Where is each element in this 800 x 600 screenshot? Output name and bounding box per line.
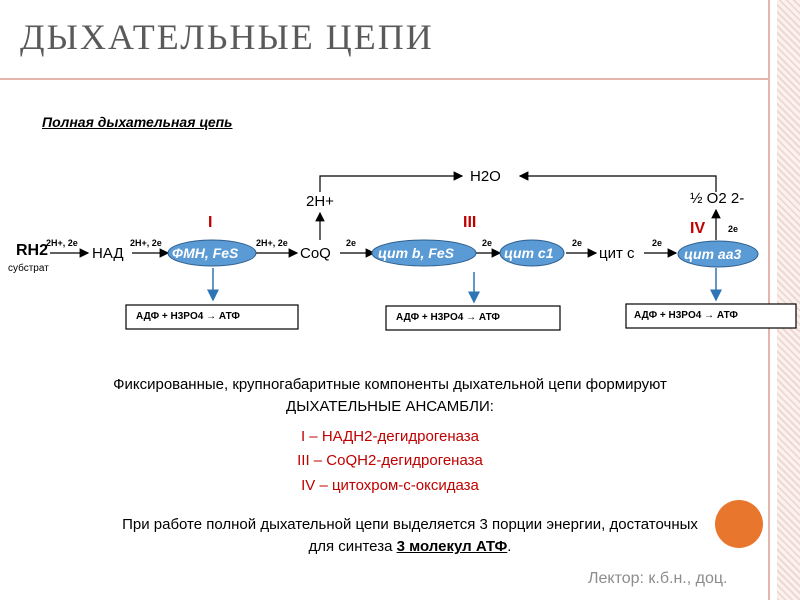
complex-i-label: I (208, 214, 213, 231)
ensemble-iii: III – CoQH2-дегидрогеназа (297, 452, 483, 469)
energy-text-part-a: для синтеза (308, 538, 393, 555)
substrate-label: субстрат (8, 263, 49, 274)
nad-label: НАД (92, 245, 124, 262)
atp-box-4-text: АДФ + H3PO4 → АТФ (634, 310, 738, 321)
atp-box-4 (625, 303, 797, 329)
h2o-label: H2O (470, 168, 501, 185)
right-border-line (768, 0, 770, 600)
label-2e-1: 2e (346, 238, 357, 248)
energy-text-line1: При работе полной дыхательной цепи выдел… (122, 516, 698, 533)
complex-iv-label: IV (690, 220, 706, 237)
fmn-fes-label: ФМН, FeS (172, 245, 239, 261)
cyt-b-fes-label: цит b, FeS (378, 245, 454, 261)
energy-text-line2: для синтеза 3 молекул АТФ. (60, 538, 760, 555)
loop-line-left (319, 171, 464, 192)
ensembles-heading: ДЫХАТЕЛЬНЫЕ АНСАМБЛИ: (286, 398, 494, 415)
rh2-label: RH2 (16, 242, 49, 259)
label-2h-2e-3: 2H+, 2e (256, 238, 288, 248)
h-plus-label: 2H+ (306, 193, 334, 210)
label-2e-5: 2e (728, 224, 739, 234)
ellipse-cyt-b-fes (371, 239, 477, 267)
loop-line-right (518, 171, 717, 192)
energy-text-atp: 3 молекул АТФ (396, 538, 508, 555)
page-title: ДЫХАТЕЛЬНЫЕ ЦЕПИ (20, 17, 434, 57)
right-decor-stripe (777, 0, 800, 600)
label-2e-3: 2e (572, 238, 583, 248)
atp-box-3 (385, 305, 561, 331)
cyt-c1-label: цит c1 (504, 245, 554, 261)
half-oxygen-label: ½ O2 2- (690, 190, 745, 207)
lecturer-footer: Лектор: к.б.н., доц. (588, 570, 728, 587)
atp-box-1 (125, 304, 299, 330)
atp-box-1-text: АДФ + H3PO4 → АТФ (136, 311, 240, 322)
cyt-c-label: цит с (599, 245, 635, 262)
cyt-aa3-label: цит aa3 (684, 246, 742, 262)
ellipse-cyt-aa3 (677, 240, 759, 268)
decor-orange-circle (715, 500, 763, 548)
energy-text-period: . (507, 538, 512, 555)
coq-label: CoQ (300, 245, 331, 262)
ellipse-cyt-c1 (499, 239, 565, 267)
title-divider (0, 78, 770, 80)
label-2h-2e-2: 2H+, 2e (130, 238, 162, 248)
fixed-components-text: Фиксированные, крупногабаритные компонен… (113, 376, 667, 393)
diagram-subtitle: Полная дыхательная цепь (42, 114, 233, 130)
ellipse-fmn-fes (167, 239, 257, 267)
atp-box-3-text: АДФ + H3PO4 → АТФ (396, 312, 500, 323)
label-2h-2e-1: 2H+, 2e (46, 238, 78, 248)
ensemble-i: I – НАДН2-дегидрогеназа (300, 428, 480, 445)
complex-iii-label: III (463, 214, 477, 231)
ensemble-iv: IV – цитохром-с-оксидаза (301, 477, 479, 494)
label-2e-4: 2e (652, 238, 663, 248)
label-2e-2: 2e (482, 238, 493, 248)
